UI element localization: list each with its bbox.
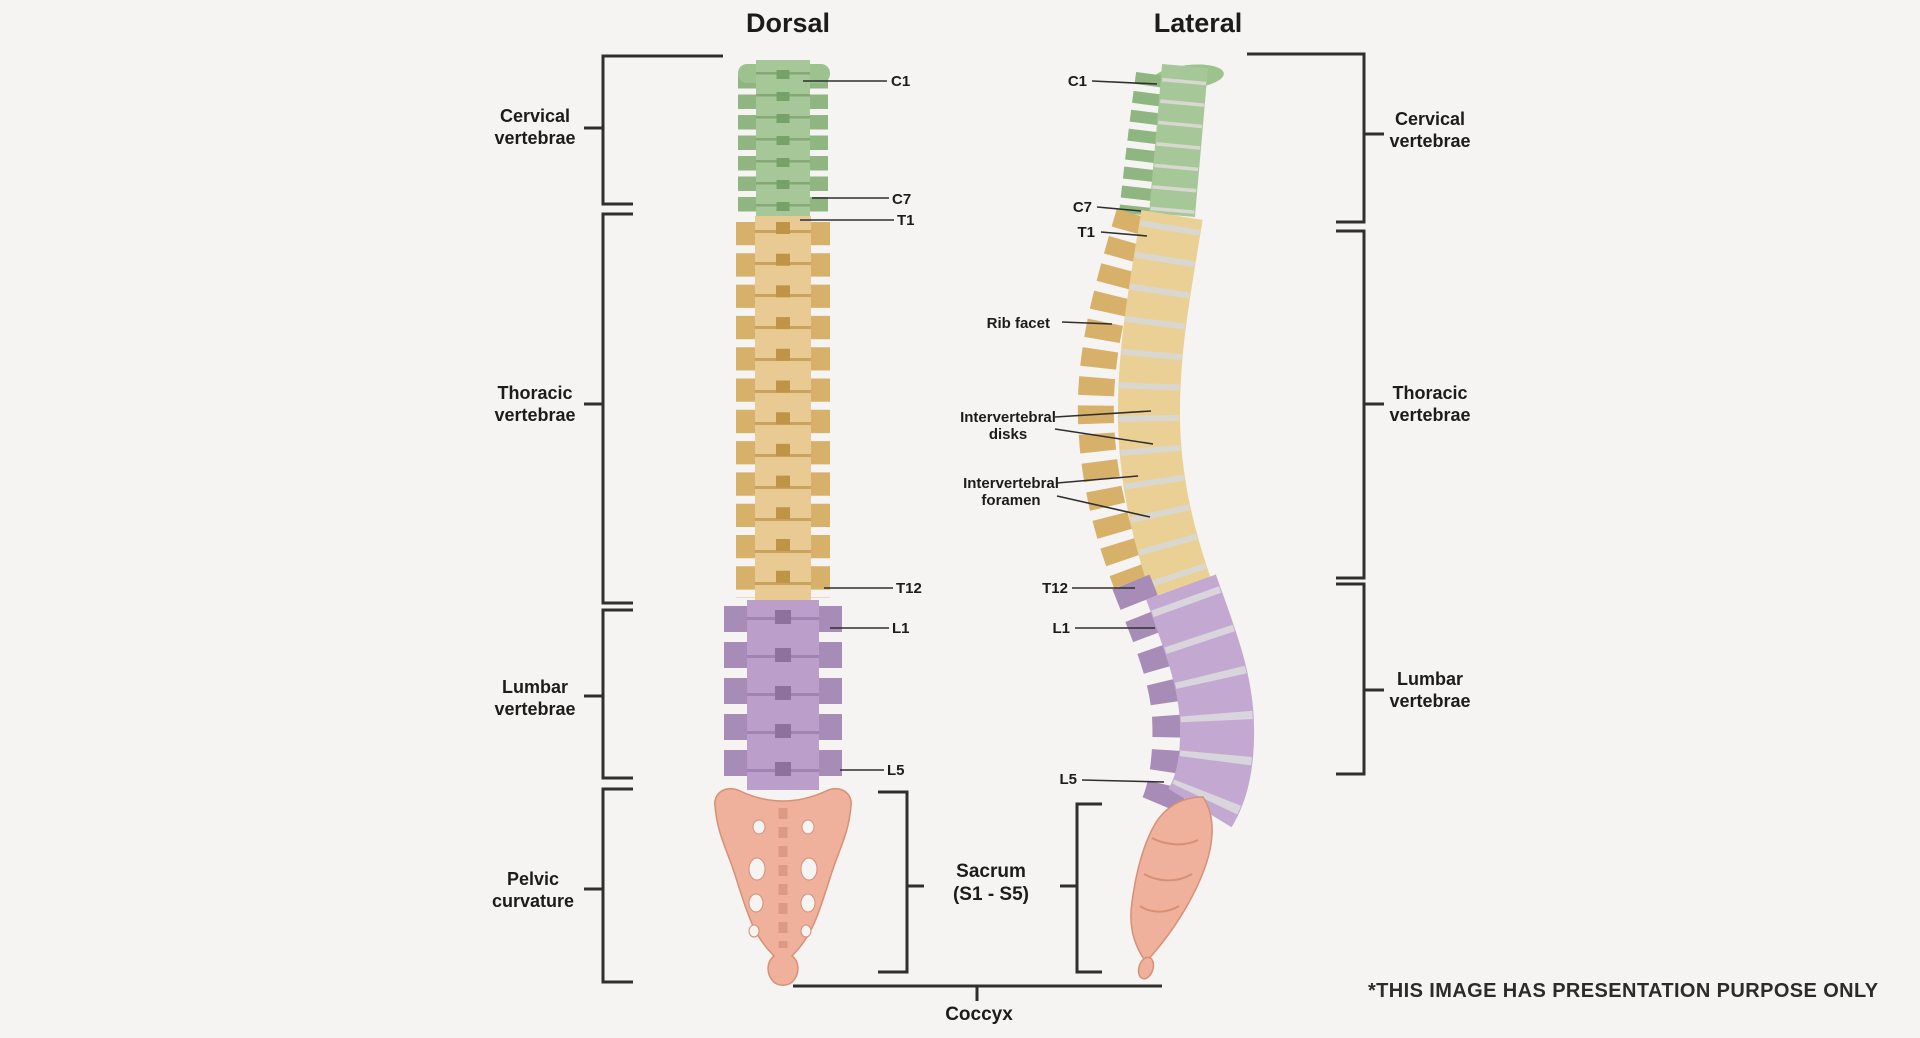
lateral-lumbar-vertebrae — [1112, 574, 1255, 828]
leader-c7-lateral — [1096, 206, 1142, 212]
label-t12-lateral: T12 — [1042, 580, 1068, 597]
leader-intervertebral-foramen-2 — [1056, 495, 1151, 518]
label-cervical-vertebrae-left: Cervical vertebrae — [494, 106, 576, 148]
label-intervertebral-disks: Intervertebral disks — [960, 409, 1056, 443]
label-sacrum: Sacrum (S1 - S5) — [952, 861, 1030, 905]
label-t1-dorsal: T1 — [897, 212, 915, 229]
lateral-sacrum-coccyx — [1130, 796, 1213, 980]
dorsal-sacrum-coccyx — [714, 787, 852, 986]
bracket-pelvic-left — [584, 787, 633, 984]
label-c1-lateral: C1 — [1067, 73, 1087, 90]
bracket-cervical-right — [1247, 52, 1384, 224]
label-rib-facet: Rib facet — [986, 315, 1050, 332]
label-t12-dorsal: T12 — [896, 580, 922, 597]
label-intervertebral-foramen: Intervertebral foramen — [963, 475, 1059, 509]
label-c7-lateral: C7 — [1072, 199, 1092, 216]
label-coccyx: Coccyx — [945, 1004, 1013, 1025]
bracket-lumbar-left — [584, 608, 633, 780]
lateral-thoracic-vertebrae — [1077, 208, 1211, 598]
leader-rib-facet — [1061, 321, 1113, 325]
region-brackets — [584, 52, 1384, 1001]
lateral-spine-illustration — [1077, 64, 1255, 980]
label-t1-lateral: T1 — [1077, 224, 1095, 241]
bracket-sacrum-lateral — [1060, 802, 1102, 974]
label-thoracic-vertebrae-right: Thoracic vertebrae — [1389, 383, 1471, 425]
label-cervical-vertebrae-right: Cervical vertebrae — [1389, 109, 1471, 151]
bracket-coccyx — [793, 984, 1162, 1001]
label-l1-lateral: L1 — [1052, 620, 1070, 637]
leader-lines — [800, 80, 1165, 783]
leader-intervertebral-disks-1 — [1054, 410, 1152, 418]
bracket-cervical-left — [584, 54, 723, 206]
bracket-lumbar-right — [1336, 582, 1384, 776]
leader-t1-lateral — [1100, 231, 1148, 237]
title-lateral: Lateral — [1153, 8, 1243, 38]
label-l1-dorsal: L1 — [892, 620, 910, 637]
lateral-cervical-vertebrae — [1119, 64, 1224, 217]
disclaimer-text: *THIS IMAGE HAS PRESENTATION PURPOSE ONL… — [1368, 980, 1879, 1002]
label-lumbar-vertebrae-right: Lumbar vertebrae — [1389, 669, 1471, 711]
label-c7-dorsal: C7 — [892, 191, 912, 208]
label-pelvic-curvature: Pelvic curvature — [491, 869, 575, 911]
bracket-thoracic-left — [584, 212, 633, 605]
title-dorsal: Dorsal — [745, 8, 831, 38]
bracket-thoracic-right — [1336, 229, 1384, 580]
label-l5-dorsal: L5 — [887, 762, 905, 779]
label-c1-dorsal: C1 — [891, 73, 911, 90]
bracket-sacrum-dorsal — [878, 790, 924, 974]
dorsal-spine-illustration — [714, 60, 852, 986]
leader-c1-lateral — [1091, 80, 1158, 85]
leader-intervertebral-foramen-1 — [1056, 475, 1139, 484]
label-lumbar-vertebrae-left: Lumbar vertebrae — [494, 677, 576, 719]
label-l5-lateral: L5 — [1059, 771, 1077, 788]
leader-intervertebral-disks-2 — [1054, 428, 1154, 445]
leader-l5-lateral — [1081, 779, 1165, 783]
label-thoracic-vertebrae-left: Thoracic vertebrae — [494, 383, 576, 425]
dorsal-cervical-vertebrae — [738, 60, 830, 216]
